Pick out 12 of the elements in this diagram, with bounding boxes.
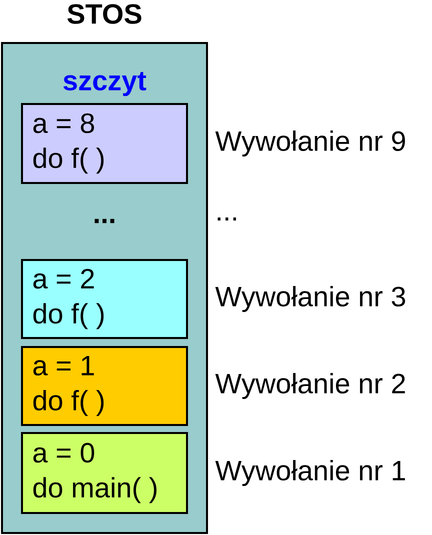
top-label: szczyt [63,72,146,96]
stack-frame: a = 1 do f( ) [21,346,188,426]
stack-heading: STOS [67,4,142,24]
stack-frame: a = 2 do f( ) [21,259,188,339]
call-label: Wywołanie nr 9 [215,130,405,157]
call-label: Wywołanie nr 1 [215,460,405,486]
call-label: Wywołanie nr 3 [215,286,406,312]
stack-frame: a = 8 do f( ) [21,103,188,184]
stack-frame: a = 0 do main( ) [21,432,188,514]
ellipsis: ... [218,218,236,220]
ellipsis: ... [94,218,114,224]
call-label: Wywołanie nr 2 [215,372,405,400]
